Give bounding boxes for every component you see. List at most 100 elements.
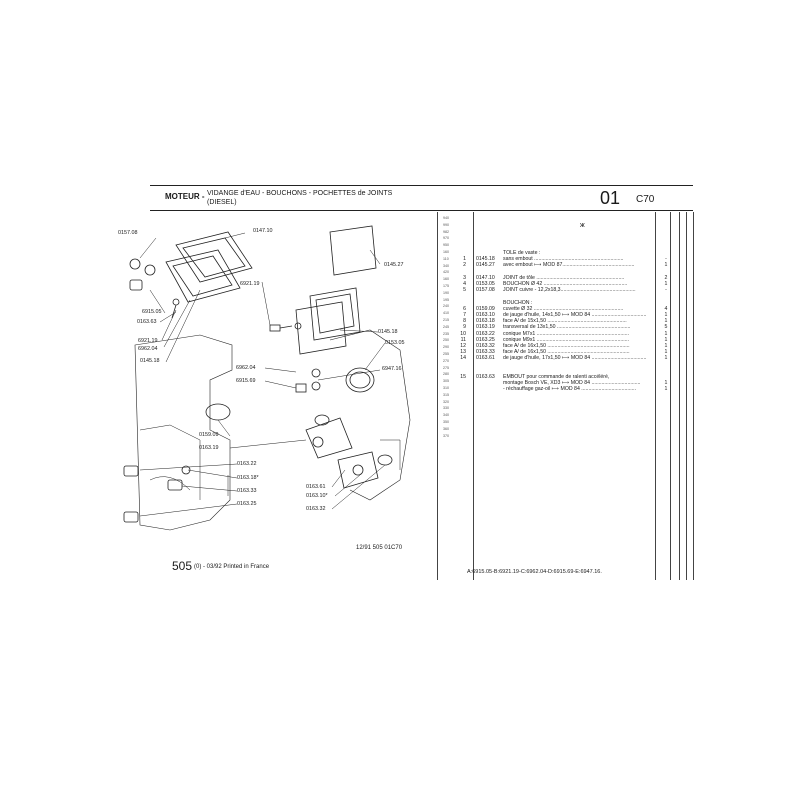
callout-0163-63: 0163.63 <box>137 319 157 325</box>
table-col-rule <box>473 212 474 580</box>
part-designation: montage Bosch VE, XD3 ⟼ MOD 84 .........… <box>503 380 641 387</box>
header-bottom-rule <box>150 210 693 211</box>
callout-0163-22: 0163.22 <box>237 461 257 467</box>
quantity: 1 <box>664 386 668 393</box>
quantity: - <box>665 287 667 294</box>
side-number: 235 <box>443 331 449 336</box>
part-ref: 0163.33 <box>476 349 495 356</box>
callout-0153-05: 0153.05 <box>385 340 405 346</box>
item-number: 4 <box>463 281 466 287</box>
cover-plate-right <box>329 225 377 276</box>
callout-6962-04-b: 6962.04 <box>236 365 256 371</box>
quantity: 1 <box>664 262 668 269</box>
part-designation: face A/ de 16x1,50 .....................… <box>503 349 630 356</box>
plug-0159-09 <box>205 403 231 421</box>
part-ref: 0163.22 <box>476 330 495 337</box>
part-ref: 0145.18 <box>476 256 495 263</box>
quantity: 5 <box>664 324 668 331</box>
side-number: 110 <box>443 256 449 261</box>
callout-0145-18: 0145.18 <box>140 358 160 364</box>
side-number: 950 <box>443 243 449 248</box>
part-designation: EMBOUT pour commande de ralenti accéléré… <box>503 374 610 380</box>
side-number: 982 <box>443 229 449 234</box>
callout-0163-25: 0163.25 <box>237 501 257 507</box>
part-designation: sans embout ............................… <box>503 256 624 263</box>
item-number: 9 <box>463 324 466 331</box>
callout-6915-69: 6915.69 <box>236 378 256 384</box>
quantity: - <box>665 256 667 263</box>
quantity: 1 <box>664 330 668 337</box>
callout-0159-09: 0159.09 <box>199 432 219 438</box>
callout-0163-19: 0163.19 <box>199 445 219 451</box>
table-right-rule <box>693 212 694 580</box>
part-ref: 0163.32 <box>476 343 495 349</box>
part-ref: 0147.10 <box>476 274 495 281</box>
side-number: 250 <box>443 338 449 343</box>
side-number: 330 <box>443 406 449 411</box>
bolt-head <box>269 324 281 332</box>
side-number: 255 <box>443 352 449 356</box>
side-number: 160 <box>443 277 449 282</box>
side-number: 305 <box>443 379 449 384</box>
callout-0163-32: 0163.32 <box>306 506 326 512</box>
side-number: 275 <box>443 365 449 370</box>
print-info: (0) - 03/92 Printed in France <box>194 564 270 570</box>
washer <box>129 258 141 270</box>
callout-6962-04: 6962.04 <box>138 346 158 352</box>
part-designation: - réchauffage gaz-oil ⟼ MOD 84 .........… <box>503 386 637 393</box>
callout-0145-18-b: 0145.18 <box>378 329 398 335</box>
quantity: 1 <box>664 343 668 349</box>
side-number: 290 <box>443 345 449 350</box>
subgroup-code: C70 <box>636 194 655 205</box>
callout-6915-05: 6915.05 <box>142 309 162 315</box>
table-col-rule <box>670 212 671 580</box>
callout-0163-61: 0163.61 <box>306 484 326 490</box>
part-designation: avec embout ⟼ MOD 87....................… <box>503 262 635 269</box>
plug <box>129 279 143 291</box>
item-number: 14 <box>460 355 466 362</box>
quantity: 1 <box>664 336 668 343</box>
callout-0163-18: 0163.18* <box>237 475 259 481</box>
part-designation: transversal de 13x1,50 .................… <box>503 324 631 331</box>
part-ref: 0163.25 <box>476 336 495 343</box>
part-designation: BOUCHON Ø 42 ...........................… <box>503 281 628 287</box>
side-number: 990 <box>443 222 449 227</box>
part-designation: conique M7x1 ...........................… <box>503 330 629 337</box>
part-designation: face A/ de 16x1,50 .....................… <box>503 343 630 349</box>
part-designation: BOUCHON : <box>503 299 533 306</box>
callout-0157-08: 0157.08 <box>118 230 138 236</box>
side-number: 160 <box>443 250 449 254</box>
part-designation: de jauge d'huile, 14x1,50 ⟼ MOD 84 .....… <box>503 312 647 318</box>
item-number: 2 <box>463 262 466 269</box>
quantity: 1 <box>664 312 668 318</box>
item-number: 8 <box>463 318 466 325</box>
date-code: 12/91 505 01C70 <box>356 545 403 551</box>
side-number: 315 <box>443 392 449 397</box>
side-number: 280 <box>443 372 449 377</box>
item-number: 6 <box>463 305 466 312</box>
page-title-line1: VIDANGE d'EAU - BOUCHONS - POCHETTES de … <box>207 190 393 197</box>
side-number: 350 <box>443 420 449 424</box>
quantity: 4 <box>664 305 668 312</box>
side-number: 370 <box>443 433 449 438</box>
side-number: 340 <box>443 413 449 418</box>
part-designation: face A/ de 15x1,50 .....................… <box>503 318 627 325</box>
side-number: 420 <box>443 270 449 275</box>
side-number: 310 <box>443 386 449 390</box>
gasket-plate-right <box>309 287 361 341</box>
gasket-plate <box>175 231 253 283</box>
side-number: 195 <box>443 297 449 302</box>
item-number: 3 <box>463 274 466 281</box>
cover-plate <box>165 249 241 303</box>
legend-note: A:6915.05-B:6921.19-C:6962.04-D:6915.69-… <box>467 569 602 575</box>
part-ref: 0163.19 <box>476 324 495 331</box>
side-number: 940 <box>443 216 449 220</box>
table-left-rule <box>437 212 438 580</box>
